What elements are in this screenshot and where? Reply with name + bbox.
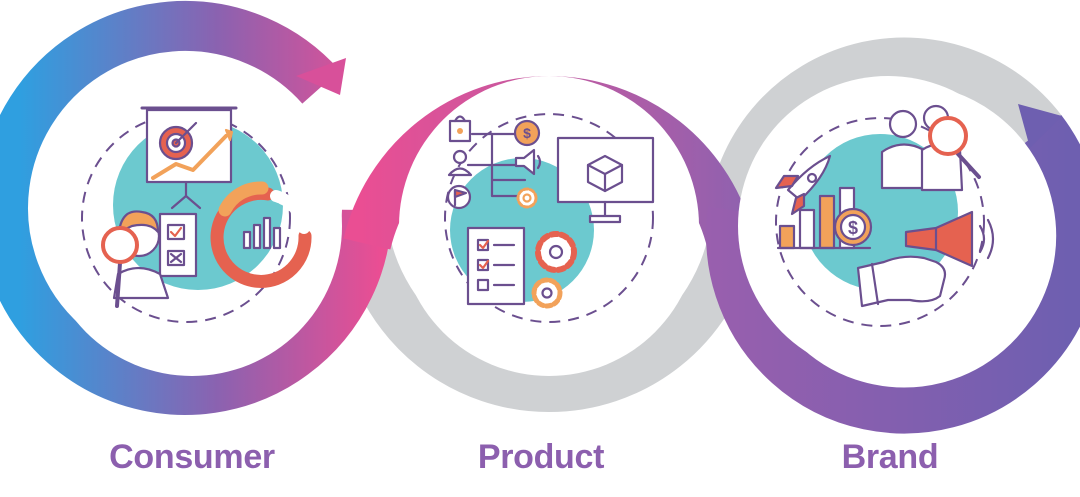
dollar-coin-icon: $: [833, 207, 873, 247]
brand-ring-arrow-tip: [1018, 104, 1062, 148]
gear-icon: [516, 187, 538, 209]
consumer-label: Consumer: [109, 438, 275, 476]
product-illustration: $: [446, 115, 655, 309]
consumer-ring-arrow-tip: [296, 58, 346, 95]
brand-illustration: $: [774, 104, 995, 308]
dollar-coin-icon: $: [513, 119, 541, 147]
flag-icon: [446, 184, 472, 210]
user-icon: [447, 149, 473, 177]
loudspeaker-icon: [904, 210, 995, 268]
svg-text:$: $: [848, 218, 858, 238]
hand-icon: [856, 255, 947, 308]
monitor-cube-icon: [556, 136, 655, 224]
gears-icon: [531, 231, 577, 309]
ring-segments-gray: [343, 37, 1062, 413]
brand-label: Brand: [841, 438, 939, 476]
product-ring-gray: [343, 238, 755, 413]
survey-form-icon: [158, 212, 198, 278]
svg-text:$: $: [523, 125, 531, 141]
rocket-icon: [774, 154, 832, 216]
bar-chart-icon: [776, 186, 872, 250]
shopping-bag-icon: [448, 115, 472, 143]
dashed-ring-consumer: [81, 113, 291, 323]
donut-chart-icon: [210, 181, 312, 288]
magnifier-icon: [928, 116, 981, 179]
consumer-illustration: [101, 106, 312, 308]
brand-ring-gray: [708, 37, 1062, 214]
dashed-ring-brand: [775, 117, 985, 327]
magnifier-icon: [101, 226, 139, 308]
checklist-icon: [466, 226, 526, 306]
megaphone-icon: [514, 148, 542, 176]
growth-arrow-icon: [151, 128, 234, 180]
dashed-ring-product: [444, 113, 654, 323]
target-icon: [158, 121, 198, 161]
brand-ring: [706, 115, 1080, 434]
product-label: Product: [477, 438, 605, 476]
flow-lines: [466, 132, 527, 198]
team-icon: [880, 104, 964, 192]
consumer-ring: [0, 0, 392, 415]
